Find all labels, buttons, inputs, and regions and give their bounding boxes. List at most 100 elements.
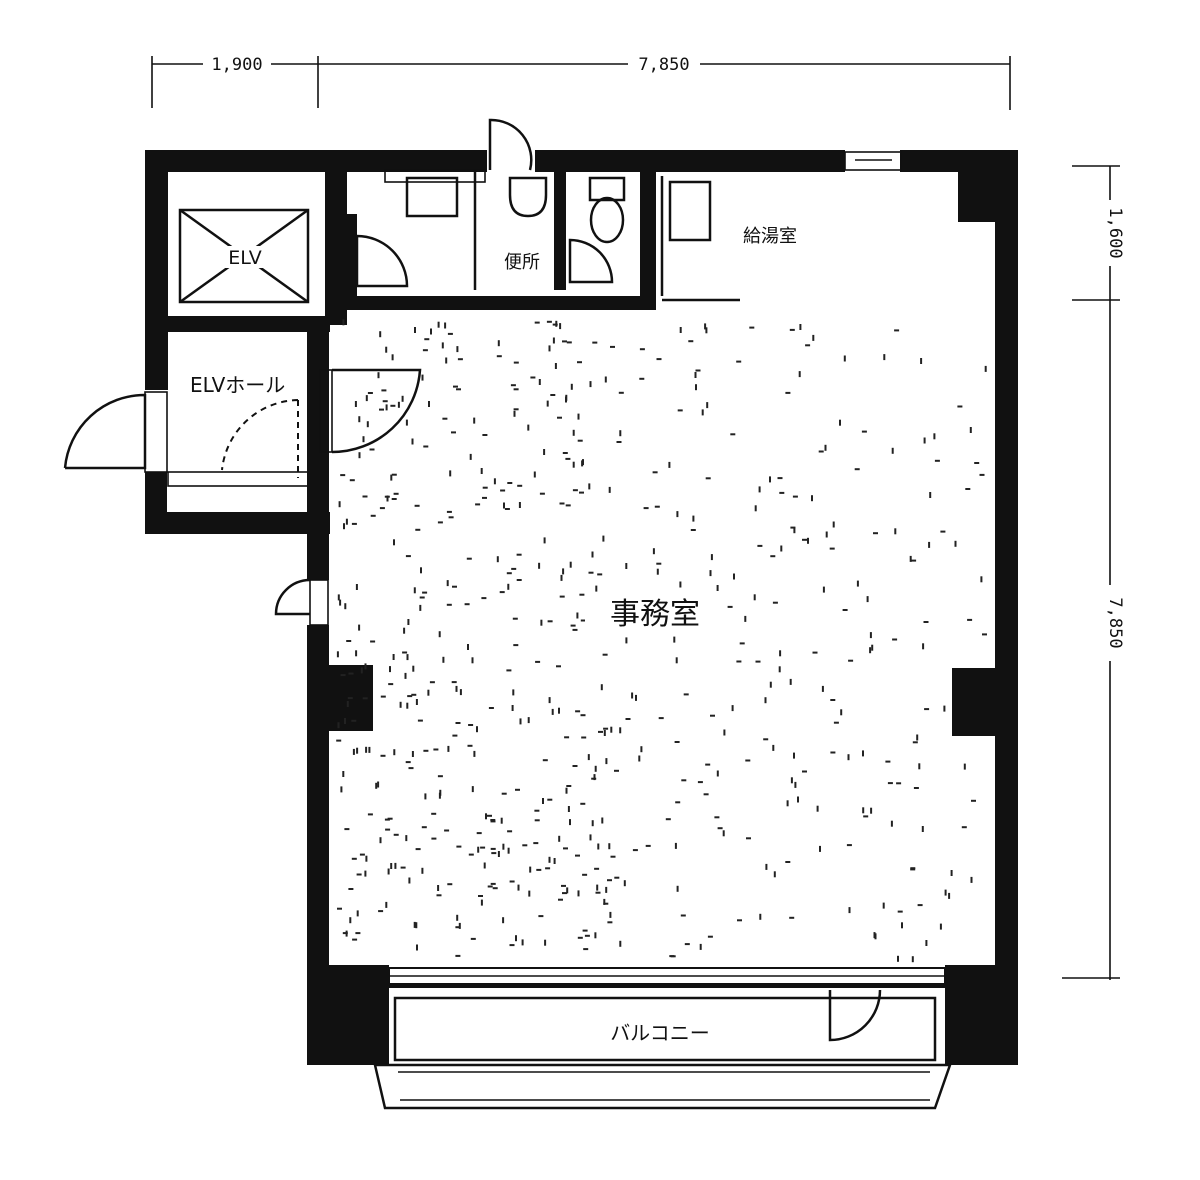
carpet-speck — [468, 724, 474, 726]
carpet-speck — [780, 545, 783, 552]
carpet-speck — [352, 748, 355, 755]
carpet-speck — [344, 718, 346, 724]
carpet-speck — [471, 786, 474, 793]
carpet-speck — [390, 863, 393, 869]
carpet-speck — [619, 430, 622, 437]
carpet-speck — [863, 815, 869, 818]
carpet-speck — [832, 521, 835, 528]
carpet-speck — [448, 516, 454, 519]
carpet-speck — [452, 585, 457, 588]
carpet-speck — [674, 842, 677, 849]
carpet-speck — [652, 548, 655, 555]
carpet-speck — [349, 479, 355, 482]
carpet-speck — [943, 705, 946, 712]
carpet-speck — [365, 746, 368, 753]
carpet-speck — [862, 750, 864, 757]
carpet-speck — [970, 876, 973, 883]
carpet-speck — [455, 926, 461, 929]
room-label-balcony: バルコニー — [610, 1021, 710, 1045]
carpet-speck — [337, 594, 340, 601]
carpet-speck — [360, 667, 363, 674]
carpet-speck — [550, 394, 556, 396]
carpet-speck — [430, 328, 432, 335]
carpet-speck — [502, 843, 505, 850]
carpet-speck — [445, 357, 448, 364]
carpet-speck — [405, 419, 408, 426]
carpet-speck — [673, 636, 676, 643]
carpet-speck — [706, 402, 709, 409]
carpet-speck — [405, 835, 408, 842]
carpet-speck — [451, 681, 457, 684]
carpet-speck — [984, 365, 987, 372]
carpet-speck — [482, 486, 488, 489]
carpet-speck — [421, 826, 427, 829]
carpet-speck — [517, 884, 520, 891]
carpet-speck — [351, 857, 357, 860]
carpet-speck — [466, 557, 472, 560]
carpet-speck — [535, 660, 541, 663]
carpet-speck — [551, 708, 554, 715]
carpet-speck — [575, 854, 580, 857]
carpet-speck — [419, 604, 422, 611]
carpet-speck — [506, 669, 512, 672]
carpet-speck — [412, 665, 415, 672]
carpet-speck — [527, 717, 530, 724]
carpet-speck — [897, 955, 899, 962]
carpet-speck — [934, 459, 940, 462]
carpet-speck — [887, 782, 893, 785]
carpet-speck — [554, 363, 557, 369]
carpet-speck — [885, 760, 891, 763]
carpet-speck — [583, 948, 589, 951]
carpet-speck — [501, 792, 507, 795]
carpet-speck — [587, 754, 590, 761]
carpet-speck — [683, 693, 689, 696]
carpet-speck — [481, 597, 487, 600]
carpet-speck — [490, 882, 496, 885]
carpet-speck — [420, 567, 422, 574]
carpet-speck — [457, 358, 463, 361]
carpet-speck — [652, 471, 658, 474]
carpet-speck — [577, 439, 583, 442]
carpet-speck — [490, 847, 496, 850]
carpet-speck — [538, 379, 541, 385]
carpet-speck — [488, 707, 494, 709]
carpet-speck — [614, 876, 620, 879]
carpet-speck — [519, 718, 522, 725]
carpet-speck — [399, 701, 402, 708]
room-label-elv: ELV — [228, 247, 262, 269]
carpet-speck — [603, 730, 606, 736]
carpet-speck — [428, 401, 430, 407]
carpet-speck — [547, 798, 553, 801]
carpet-speck — [911, 559, 917, 562]
carpet-speck — [356, 873, 362, 876]
carpet-speck — [824, 444, 827, 451]
carpet-speck — [413, 921, 416, 928]
carpet-speck — [559, 323, 562, 330]
carpet-speck — [511, 567, 517, 570]
carpet-speck — [442, 656, 445, 663]
carpet-speck — [785, 861, 791, 863]
carpet-speck — [705, 327, 708, 334]
carpet-speck — [438, 792, 441, 799]
carpet-speck — [552, 337, 555, 344]
carpet-speck — [415, 922, 418, 929]
carpet-speck — [779, 650, 782, 657]
carpet-speck — [572, 489, 578, 492]
carpet-speck — [786, 800, 789, 807]
carpet-speck — [965, 488, 971, 490]
carpet-speck — [894, 329, 900, 332]
carpet-speck — [456, 914, 459, 921]
carpet-speck — [778, 666, 781, 673]
carpet-speck — [344, 828, 350, 831]
carpet-speck — [404, 672, 407, 679]
carpet-speck — [710, 714, 715, 717]
carpet-speck — [598, 730, 603, 733]
carpet-speck — [562, 568, 565, 575]
carpet-speck — [616, 441, 622, 443]
carpet-speck — [581, 736, 587, 739]
carpet-speck — [677, 409, 683, 412]
carpet-speck — [379, 408, 384, 411]
carpet-speck — [569, 561, 572, 568]
carpet-speck — [716, 770, 719, 777]
